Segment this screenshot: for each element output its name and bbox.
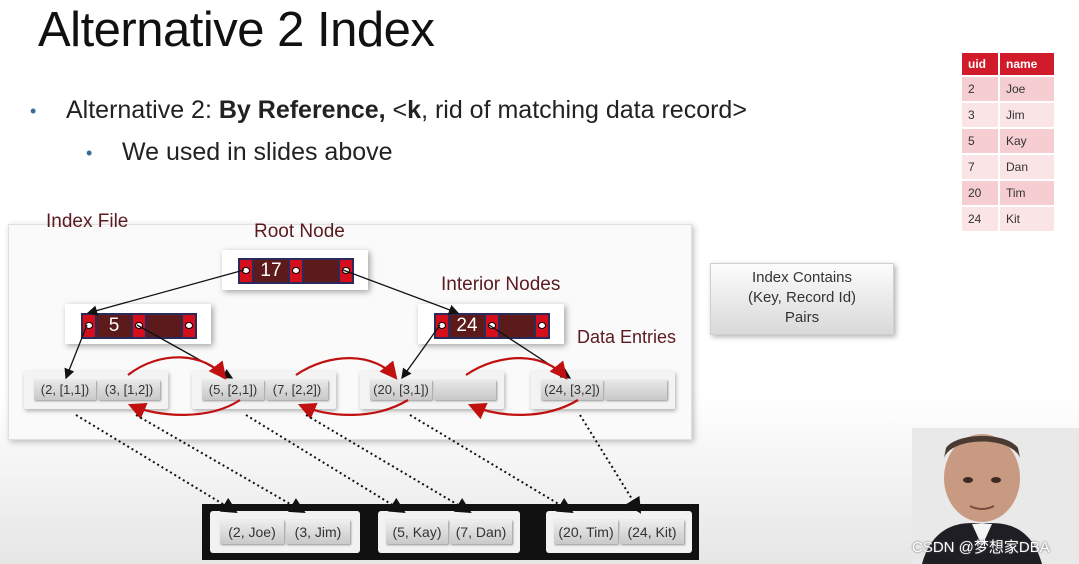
data-file: (2, Joe) (3, Jim) (5, Kay) (7, Dan) (20,… xyxy=(202,504,699,560)
pointer-icon xyxy=(486,315,498,337)
bullet-rest: , rid of matching data record> xyxy=(421,96,747,124)
interior-key: 5 xyxy=(95,315,133,337)
data-entry xyxy=(605,380,667,400)
root-node: 17 xyxy=(238,258,354,284)
slide-title: Alternative 2 Index xyxy=(38,3,435,57)
data-entry: (3, [1,2]) xyxy=(98,380,160,400)
pointer-icon xyxy=(436,315,448,337)
data-entry: (7, [2,2]) xyxy=(266,380,328,400)
cell-name: Joe xyxy=(1000,77,1054,101)
sibling-link-arrows xyxy=(127,356,579,420)
empty-key-slot xyxy=(145,315,183,337)
pointer-icon xyxy=(183,315,195,337)
bullet-k: k xyxy=(407,96,422,124)
cell-name: Tim xyxy=(1000,181,1054,205)
data-record: (20, Tim) xyxy=(554,520,618,544)
contains-line: Pairs xyxy=(784,309,820,326)
watermark: CSDN @梦想家DBA xyxy=(912,539,1050,556)
data-record: (2, Joe) xyxy=(220,520,284,544)
cell-uid: 20 xyxy=(962,181,998,205)
data-entry: (2, [1,1]) xyxy=(34,380,96,400)
bullet-lt: < xyxy=(385,96,408,124)
data-entry: (24, [3,2]) xyxy=(541,380,603,400)
bullet-alternative-2: • Alternative 2: By Reference, <k, rid of… xyxy=(30,96,747,125)
data-entry: (20, [3,1]) xyxy=(370,380,432,400)
cell-uid: 7 xyxy=(962,155,998,179)
interior-key: 24 xyxy=(448,315,486,337)
cell-name: Kit xyxy=(1000,207,1054,231)
bullet-prefix: Alternative 2: xyxy=(66,96,219,124)
presenter-video xyxy=(912,428,1079,564)
data-entry xyxy=(434,380,496,400)
cell-uid: 24 xyxy=(962,207,998,231)
cell-name: Jim xyxy=(1000,103,1054,127)
data-page: (2, Joe) (3, Jim) xyxy=(210,511,360,553)
bullet-dot: • xyxy=(30,100,37,121)
bullet-used-in-slides: • We used in slides above xyxy=(86,138,393,167)
presenter-icon xyxy=(912,428,1079,564)
rid-pointer-lines xyxy=(75,414,642,514)
root-key: 17 xyxy=(252,260,290,282)
index-file-label: Index File xyxy=(46,211,129,232)
empty-key-slot xyxy=(498,315,536,337)
bullet-text: We used in slides above xyxy=(122,138,393,166)
data-page: (5, Kay) (7, Dan) xyxy=(378,511,520,553)
data-record: (3, Jim) xyxy=(286,520,350,544)
cell-uid: 5 xyxy=(962,129,998,153)
col-uid: uid xyxy=(962,53,998,75)
cell-name: Dan xyxy=(1000,155,1054,179)
pointer-icon xyxy=(83,315,95,337)
data-record: (7, Dan) xyxy=(450,520,512,544)
data-page: (20, Tim) (24, Kit) xyxy=(546,511,692,553)
contains-line: (Key, Record Id) xyxy=(747,289,857,306)
contains-line: Index Contains xyxy=(751,269,853,286)
col-name: name xyxy=(1000,53,1054,75)
cell-name: Kay xyxy=(1000,129,1054,153)
interior-nodes-label: Interior Nodes xyxy=(441,274,561,295)
data-entry: (5, [2,1]) xyxy=(202,380,264,400)
interior-node-24: 24 xyxy=(434,313,550,339)
cell-uid: 3 xyxy=(962,103,998,127)
leaf-page: (20, [3,1]) xyxy=(360,371,504,409)
bullet-bold: By Reference, xyxy=(218,96,386,124)
data-entries-label: Data Entries xyxy=(577,327,677,347)
data-record: (24, Kit) xyxy=(620,520,684,544)
leaf-page: (2, [1,1]) (3, [1,2]) xyxy=(24,371,168,409)
data-record: (5, Kay) xyxy=(386,520,448,544)
leaf-page: (24, [3,2]) xyxy=(531,371,675,409)
pointer-icon xyxy=(290,260,302,282)
root-node-label: Root Node xyxy=(254,221,345,242)
pointer-icon xyxy=(536,315,548,337)
cell-uid: 2 xyxy=(962,77,998,101)
bullet-dot: • xyxy=(86,142,93,163)
empty-key-slot xyxy=(302,260,340,282)
index-contains-box: Index Contains (Key, Record Id) Pairs xyxy=(710,263,894,335)
